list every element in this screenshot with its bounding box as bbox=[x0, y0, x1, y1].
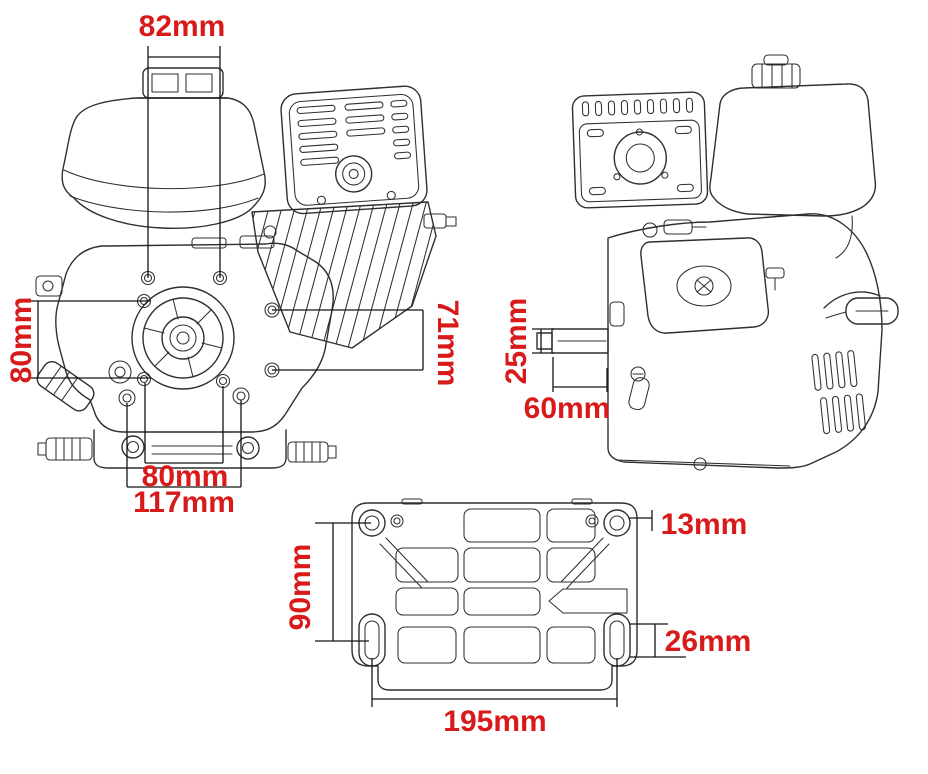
engine-body-side bbox=[607, 213, 883, 469]
dim-lines-82mm bbox=[147, 46, 221, 278]
dim-lines-195mm bbox=[371, 658, 618, 707]
crankcase-cover-flange bbox=[131, 286, 235, 390]
crankcase-front bbox=[55, 242, 334, 433]
crankshaft bbox=[536, 328, 609, 354]
dim-label-80mm-left: 80mm bbox=[5, 296, 38, 384]
dim-lines-71mm bbox=[272, 309, 424, 371]
dim-label-26mm: 26mm bbox=[664, 625, 752, 658]
dim-label-82mm: 82mm bbox=[138, 10, 226, 43]
dim-label-25mm: 25mm bbox=[500, 297, 533, 385]
mounting-rail bbox=[37, 429, 337, 469]
dim-lines-80mm-left bbox=[30, 300, 150, 379]
dim-lines-60mm bbox=[552, 357, 608, 392]
air-cleaner bbox=[640, 237, 770, 334]
front-bolt-holes bbox=[108, 270, 280, 407]
muffler-side bbox=[571, 91, 709, 209]
fuel-cap bbox=[751, 54, 801, 89]
base-rib-grid bbox=[379, 508, 628, 664]
base-mount-hole-top-right bbox=[585, 509, 631, 537]
spark-plug bbox=[423, 213, 457, 229]
muffler-front bbox=[280, 85, 428, 215]
dim-lines-90mm bbox=[315, 522, 371, 642]
dimension-lines bbox=[30, 46, 686, 707]
side-boss bbox=[35, 275, 63, 297]
dim-label-195mm: 195mm bbox=[443, 705, 547, 738]
dim-lines-80mm-bottom bbox=[144, 383, 224, 464]
dim-label-117mm: 117mm bbox=[133, 486, 235, 519]
base-mount-hole-top-left bbox=[358, 509, 404, 537]
cylinder-fins bbox=[251, 201, 437, 349]
dim-lines-13mm bbox=[629, 510, 653, 531]
dim-label-90mm: 90mm bbox=[284, 543, 317, 631]
dim-label-13mm: 13mm bbox=[660, 508, 748, 541]
cooling-vents bbox=[811, 350, 866, 435]
dim-lines-117mm bbox=[126, 400, 242, 488]
dim-lines-26mm bbox=[630, 623, 686, 658]
mounting-base-view bbox=[351, 498, 638, 691]
throttle-linkage bbox=[191, 225, 277, 249]
engine-front-view bbox=[35, 67, 457, 469]
carburetor bbox=[642, 219, 785, 291]
fuel-tank-front bbox=[61, 97, 266, 230]
dim-label-71mm: 71mm bbox=[431, 299, 464, 387]
oil-drain-plug bbox=[36, 361, 95, 412]
oil-dipstick bbox=[609, 301, 650, 411]
engine-side-view bbox=[536, 54, 899, 471]
dim-label-60mm: 60mm bbox=[523, 392, 611, 425]
dim-lines-25mm bbox=[532, 328, 554, 354]
starter-handle bbox=[823, 291, 899, 325]
dim-label-80mm-bottom: 80mm bbox=[141, 460, 229, 493]
fuel-tank-side bbox=[709, 54, 877, 259]
base-plate-outline bbox=[351, 502, 638, 691]
fuel-tank-cap-front bbox=[137, 67, 229, 99]
